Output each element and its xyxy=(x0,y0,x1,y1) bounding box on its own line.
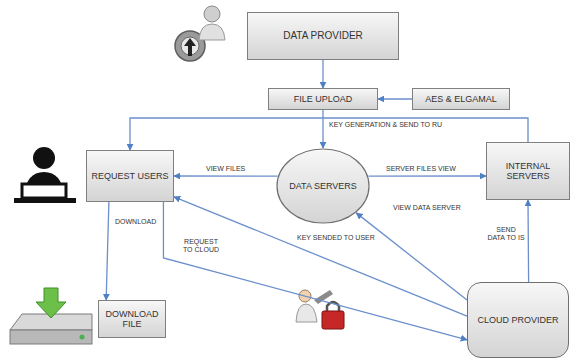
actor-box: REQUEST USERS xyxy=(86,150,174,202)
node-label: REQUEST USERS xyxy=(88,169,173,183)
connector-arrow xyxy=(130,118,528,150)
connector-arrow xyxy=(527,200,529,282)
node-label: AES & ELGAMAL xyxy=(421,92,501,106)
edge-label: SEND DATA TO IS xyxy=(486,226,526,242)
node-label: CLOUD PROVIDER xyxy=(473,313,562,327)
connector-arrow xyxy=(356,213,467,300)
download-icon xyxy=(10,288,92,344)
connector-arrow xyxy=(106,202,109,300)
cloud-box: CLOUD PROVIDER xyxy=(467,282,569,358)
node-label: INTERNAL SERVERS xyxy=(487,159,569,184)
provider-icon xyxy=(175,6,225,61)
edge-label: KEY GENERATION & SEND TO RU xyxy=(328,121,443,129)
connector-arrow xyxy=(368,175,486,176)
process-box: DOWNLOAD FILE xyxy=(98,300,166,338)
connector-arrow xyxy=(174,175,278,176)
process-box: AES & ELGAMAL xyxy=(412,88,510,110)
connector-arrow xyxy=(378,98,412,99)
server-box: INTERNAL SERVERS xyxy=(486,142,570,200)
node-label: DOWNLOAD FILE xyxy=(99,307,165,332)
connector-arrow xyxy=(322,60,323,88)
node-label: FILE UPLOAD xyxy=(290,92,357,106)
user-icon xyxy=(14,147,76,203)
edge-label: SERVER FILES VIEW xyxy=(385,165,457,173)
provider-box: DATA PROVIDER xyxy=(247,12,399,60)
edge-label: KEY SENDED TO USER xyxy=(296,234,376,242)
edge-label: VIEW DATA SERVER xyxy=(392,204,462,212)
server-circle: DATA SERVERS xyxy=(276,148,370,224)
node-label: DATA PROVIDER xyxy=(279,28,367,44)
node-label: DATA SERVERS xyxy=(285,179,361,193)
connector-arrow xyxy=(322,110,323,148)
process-box: FILE UPLOAD xyxy=(268,88,378,110)
edge-label: DOWNLOAD xyxy=(114,218,157,226)
edge-label: VIEW FILES xyxy=(205,165,246,173)
edge-label: REQUEST TO CLOUD xyxy=(178,238,224,254)
